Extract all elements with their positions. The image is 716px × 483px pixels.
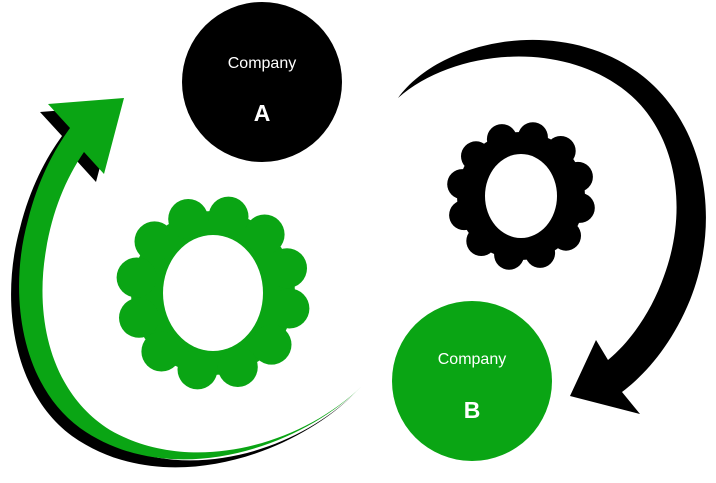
gear-tooth <box>525 237 556 268</box>
company-b-letter: B <box>464 397 481 423</box>
company-a-node: Company A <box>182 2 342 162</box>
company-a-circle <box>182 2 342 162</box>
gear-hole <box>163 235 263 351</box>
company-a-letter: A <box>254 100 271 126</box>
gear-tooth <box>177 349 218 390</box>
gear-green-icon <box>116 196 310 390</box>
gear-tooth <box>564 192 595 223</box>
company-a-name: Company <box>228 55 296 72</box>
gear-tooth <box>466 226 497 256</box>
black-cycle-arrow <box>398 39 706 415</box>
gear-tooth <box>267 248 307 289</box>
gear-tooth <box>251 324 292 365</box>
gear-tooth <box>244 214 285 255</box>
company-b-name: Company <box>438 351 506 368</box>
company-b-circle <box>392 301 552 461</box>
gear-tooth <box>447 169 478 200</box>
gear-tooth <box>141 331 182 372</box>
gear-tooth <box>217 347 258 387</box>
gear-tooth <box>119 297 159 338</box>
gear-tooth <box>449 200 480 231</box>
black-arrow-body <box>398 39 706 415</box>
gear-tooth <box>461 141 491 172</box>
gear-tooth <box>208 196 249 237</box>
gear-tooth <box>269 288 310 329</box>
gear-tooth <box>551 220 581 251</box>
gear-tooth <box>562 161 593 192</box>
gear-hole <box>485 154 557 238</box>
gear-tooth <box>545 136 576 166</box>
gear-tooth <box>486 124 517 155</box>
gear-black-icon <box>447 122 595 270</box>
gear-tooth <box>168 199 209 239</box>
gear-tooth <box>116 257 157 298</box>
gear-tooth <box>134 221 175 262</box>
gear-tooth <box>494 239 525 270</box>
gear-tooth <box>517 122 548 153</box>
company-b-node: Company B <box>392 301 552 461</box>
